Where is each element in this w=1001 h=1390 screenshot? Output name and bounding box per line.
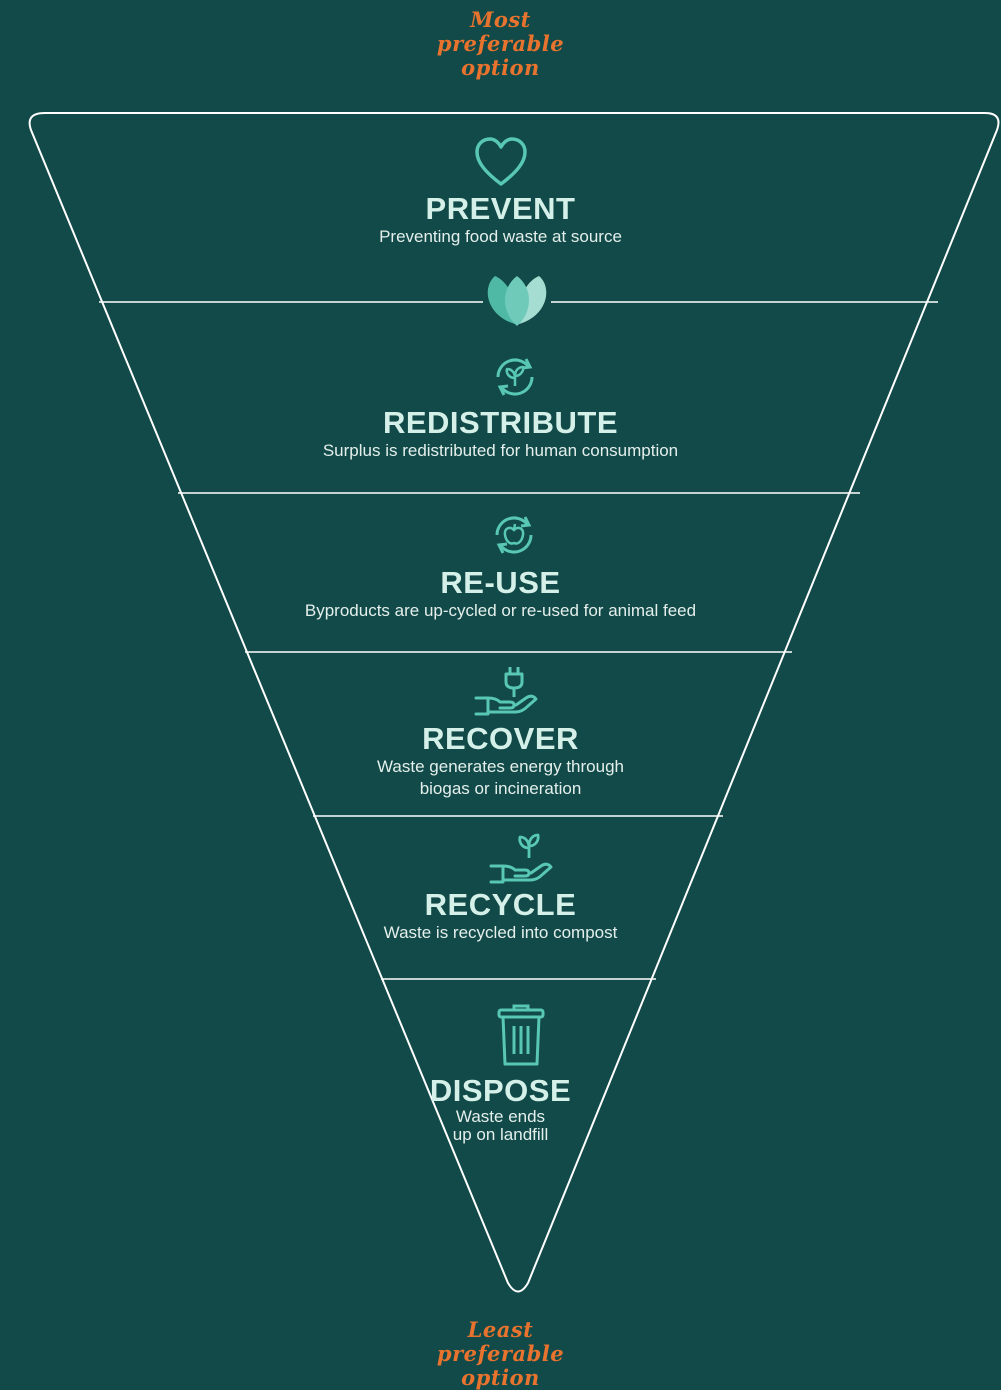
trash-bin-icon <box>497 1004 545 1066</box>
tier-dispose: DISPOSE Waste ends up on landfill <box>0 1004 1001 1144</box>
tier-recycle: RECYCLE Waste is recycled into compost <box>0 832 1001 944</box>
tier-title: RECOVER <box>422 721 579 756</box>
pyramid-border <box>28 112 1000 1293</box>
tier-description: Surplus is redistributed for human consu… <box>322 441 679 460</box>
most-preferable-label: Most preferable option <box>0 8 1001 80</box>
tier-title: REDISTRIBUTE <box>382 405 619 440</box>
tier-description: Waste ends <box>455 1107 546 1126</box>
tier-description: Byproducts are up-cycled or re-used for … <box>304 601 697 620</box>
heart-icon <box>474 137 527 186</box>
most-preferable-line: preferable <box>436 31 565 56</box>
tier-title: DISPOSE <box>429 1073 572 1108</box>
recycle-apple-icon <box>495 516 533 554</box>
hand-plug-icon <box>474 667 538 716</box>
tier-description: Waste generates energy through <box>377 757 624 776</box>
tier-description: up on landfill <box>452 1125 549 1144</box>
least-preferable-label: Least preferable option <box>0 1318 1001 1390</box>
tier-description: biogas or incineration <box>419 779 582 798</box>
tier-title: RE-USE <box>440 565 561 600</box>
least-preferable-line: preferable <box>436 1341 565 1366</box>
recycle-sprout-icon <box>496 358 534 396</box>
most-preferable-line: option <box>461 55 540 80</box>
tier-recover: RECOVER Waste generates energy through b… <box>0 664 1001 800</box>
tier-redistribute: REDISTRIBUTE Surplus is redistributed fo… <box>0 350 1001 462</box>
tier-title: RECYCLE <box>424 887 577 922</box>
tier-description: Waste is recycled into compost <box>383 923 618 942</box>
tier-title: PREVENT <box>425 191 576 226</box>
tier-description: Preventing food waste at source <box>379 227 622 246</box>
least-preferable-line: option <box>461 1365 540 1390</box>
leaf-logo-icon <box>483 276 551 326</box>
hand-sprout-icon <box>489 833 553 884</box>
least-preferable-line: Least <box>467 1317 534 1342</box>
most-preferable-line: Most <box>470 7 531 32</box>
tier-reuse: RE-USE Byproducts are up-cycled or re-us… <box>0 508 1001 622</box>
tier-prevent: PREVENT Preventing food waste at source <box>0 136 1001 248</box>
